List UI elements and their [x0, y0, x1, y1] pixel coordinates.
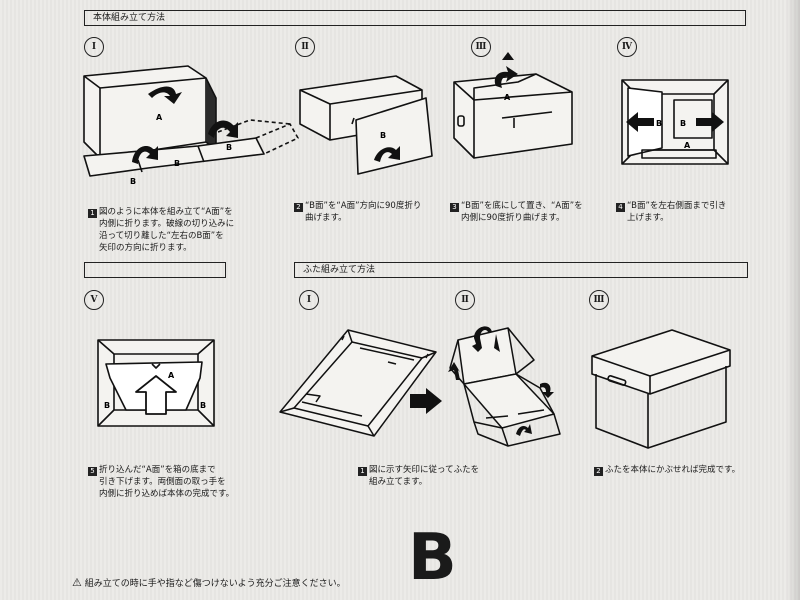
step-4-label-b1: B [656, 119, 662, 128]
lid-step-2-roman: Ⅱ [455, 290, 475, 310]
lid-step-2-figure [444, 322, 574, 448]
step-2-number: 2 [294, 203, 303, 212]
step-3-figure: A [452, 58, 577, 168]
step-2-caption-line-1: “B面”を“A面”方向に90度折り [305, 201, 421, 211]
step-3-roman: Ⅲ [471, 37, 491, 57]
step-4-figure: B B A [620, 78, 732, 168]
body-assembly-title: 本体組み立て方法 [93, 11, 165, 25]
warning-text: 組み立ての時に手や指など傷つけないよう充分ご注意ください。 [85, 579, 346, 589]
step-5-label-a: A [168, 371, 175, 380]
step-4-caption-line-1: “B面”を左右側面まで引き [627, 201, 726, 211]
step-4-caption: 4“B面”を左右側面まで引き 上げます。 [616, 200, 726, 224]
step-5-number: 5 [88, 467, 97, 476]
box-type-letter: B [408, 526, 457, 590]
warning-triangle-icon: ⚠ [72, 576, 82, 589]
step-2-caption-line-2: 曲げます。 [294, 212, 421, 224]
lid-step-3-roman: Ⅲ [589, 290, 609, 310]
step-1-label-b2: B [174, 159, 180, 168]
step-1-roman: Ⅰ [84, 37, 104, 57]
step-5-label-b2: B [200, 401, 206, 410]
step-1-label-b3: B [226, 143, 232, 152]
step-1-number: 1 [88, 209, 97, 218]
step-4-label-b2: B [680, 119, 686, 128]
step-2-figure: B [296, 68, 446, 178]
step-1-label-b1: B [130, 177, 136, 186]
lid-step-1-caption-line-2: 組み立てます。 [358, 476, 479, 488]
step-2-roman: Ⅱ [295, 37, 315, 57]
body-continued-bar [84, 262, 226, 278]
page-edge-shadow [786, 0, 800, 600]
step-1-caption-line-1: 図のように本体を組み立て“A面”を [99, 207, 233, 217]
step-4-caption-line-2: 上げます。 [616, 212, 726, 224]
step-2-label-b: B [380, 131, 386, 140]
step-5-caption-line-3: 内側に折り込めば本体の完成です。 [88, 488, 234, 500]
step-4-label-a: A [684, 141, 691, 150]
step-1-caption-line-3: 沿って切り離した“左右のB面”を [88, 230, 234, 242]
step-3-caption: 3“B面”を底にして置き、“A面”を 内側に90度折り曲げます。 [450, 200, 583, 224]
lid-step-1-caption-line-1: 図に示す矢印に従ってふたを [369, 465, 479, 475]
lid-step-3-number: 2 [594, 467, 603, 476]
step-5-figure: A B B [96, 338, 218, 434]
arrow-right-icon [410, 388, 442, 414]
step-4-number: 4 [616, 203, 625, 212]
body-assembly-header: 本体組み立て方法 [84, 10, 746, 26]
step-1-label-a: A [156, 113, 163, 122]
step-1-caption-line-2: 内側に折ります。破線の切り込みに [88, 218, 234, 230]
lid-assembly-title: ふた組み立て方法 [303, 263, 375, 277]
step-5-label-b1: B [104, 401, 110, 410]
step-5-roman: Ⅴ [84, 290, 104, 310]
step-2-caption: 2“B面”を“A面”方向に90度折り 曲げます。 [294, 200, 421, 224]
lid-step-3-caption-line-1: ふたを本体にかぶせれば完成です。 [605, 465, 740, 475]
step-3-caption-line-1: “B面”を底にして置き、“A面”を [461, 201, 583, 211]
lid-step-1-roman: Ⅰ [299, 290, 319, 310]
lid-step-3-figure [590, 324, 732, 450]
step-1-figure: A B B B [78, 58, 298, 198]
step-4-roman: Ⅳ [617, 37, 637, 57]
step-5-caption-line-2: 引き下げます。両側面の取っ手を [88, 476, 234, 488]
lid-assembly-header: ふた組み立て方法 [294, 262, 748, 278]
warning-note: ⚠ 組み立ての時に手や指など傷つけないよう充分ご注意ください。 [72, 576, 346, 589]
lid-step-1-number: 1 [358, 467, 367, 476]
step-3-number: 3 [450, 203, 459, 212]
step-3-caption-line-2: 内側に90度折り曲げます。 [450, 212, 583, 224]
step-5-caption-line-1: 折り込んだ“A面”を箱の底まで [99, 465, 216, 475]
step-1-caption-line-4: 矢印の方向に折ります。 [88, 242, 234, 254]
lid-step-1-figure [276, 324, 442, 440]
step-3-label-a: A [504, 93, 511, 102]
